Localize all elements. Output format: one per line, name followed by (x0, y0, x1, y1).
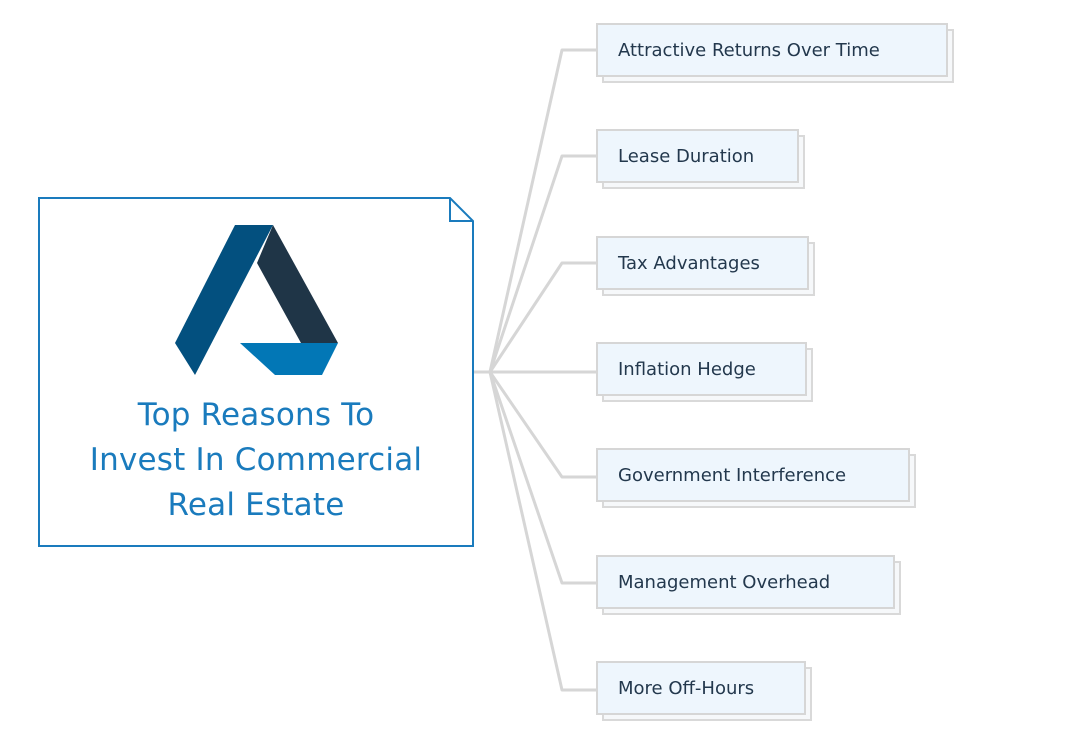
node-label[interactable]: Tax Advantages (596, 236, 809, 290)
node-label[interactable]: Government Interference (596, 448, 910, 502)
title-line-3: Real Estate (167, 487, 345, 523)
stylized-a-logo-icon (175, 225, 338, 375)
node-label[interactable]: Lease Duration (596, 129, 799, 183)
branch-node-more-off-hours[interactable]: More Off-Hours (596, 661, 812, 721)
node-label[interactable]: More Off-Hours (596, 661, 806, 715)
node-label[interactable]: Attractive Returns Over Time (596, 23, 948, 77)
title-line-2: Invest In Commercial (89, 442, 423, 478)
branch-node-government-interference[interactable]: Government Interference (596, 448, 916, 508)
title-line-1: Top Reasons To (137, 397, 375, 433)
branch-node-lease-duration[interactable]: Lease Duration (596, 129, 805, 189)
node-label[interactable]: Inflation Hedge (596, 342, 807, 396)
central-topic-title: Top Reasons To Invest In Commercial Real… (38, 393, 474, 528)
branch-node-attractive-returns[interactable]: Attractive Returns Over Time (596, 23, 954, 83)
node-label[interactable]: Management Overhead (596, 555, 895, 609)
branch-node-management-overhead[interactable]: Management Overhead (596, 555, 901, 615)
note-card-frame (38, 197, 474, 547)
branch-node-tax-advantages[interactable]: Tax Advantages (596, 236, 815, 296)
central-topic-card[interactable]: Top Reasons To Invest In Commercial Real… (38, 197, 474, 547)
branch-node-inflation-hedge[interactable]: Inflation Hedge (596, 342, 813, 402)
